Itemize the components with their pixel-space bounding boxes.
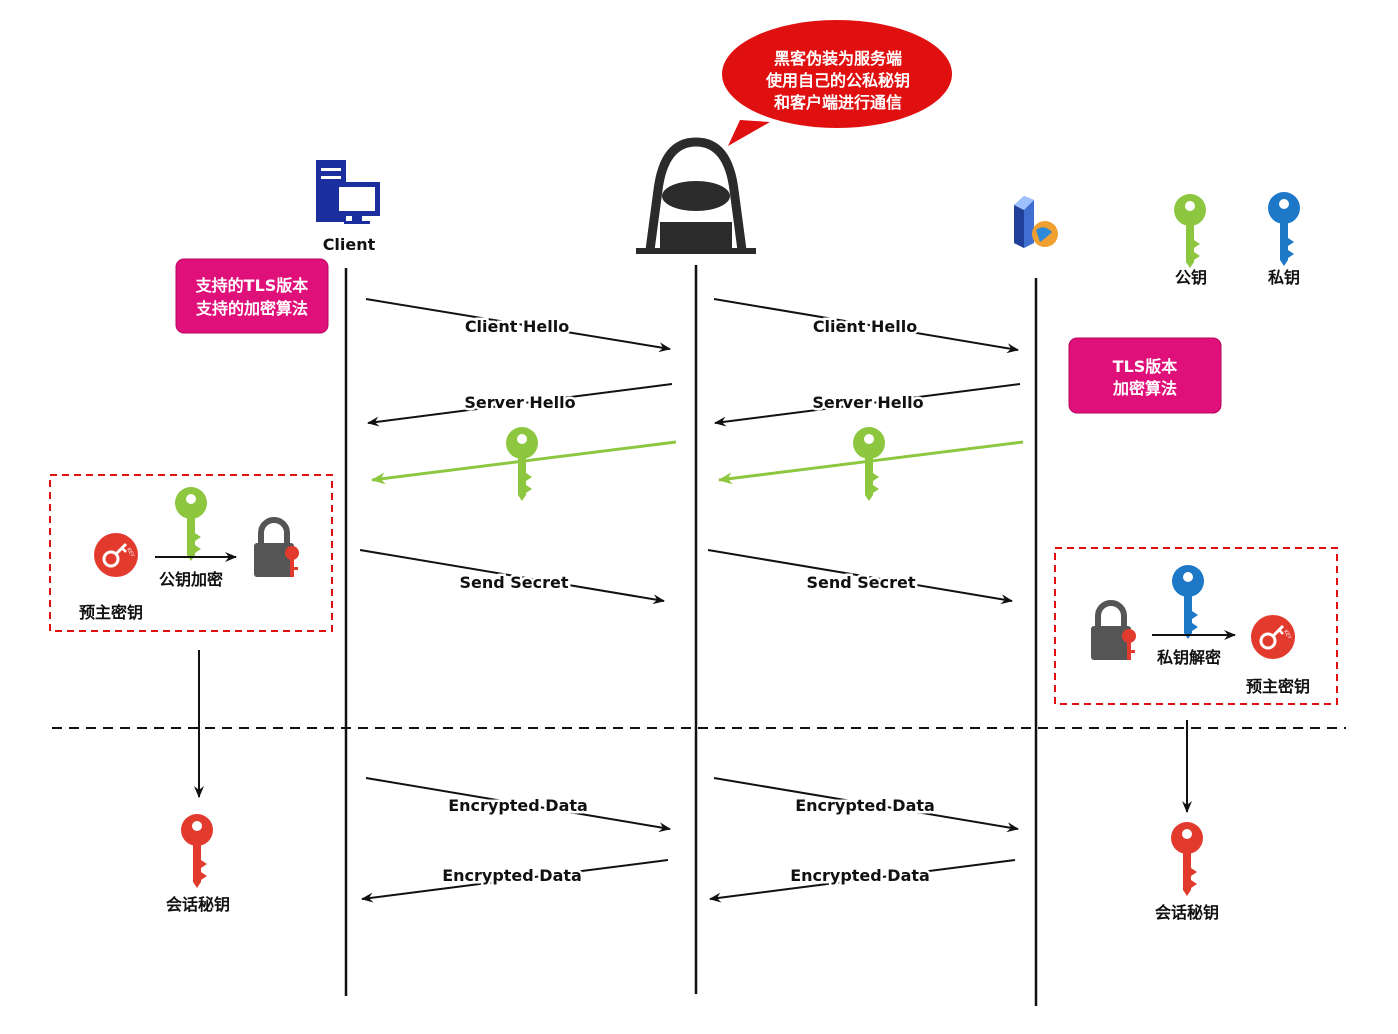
client-label: Client xyxy=(323,235,376,254)
client-hello-label-right: Client Hello xyxy=(813,317,917,336)
hacker-icon xyxy=(636,137,756,254)
server-session-key-icon xyxy=(1171,822,1203,896)
server-session-key-label: 会话秘钥 xyxy=(1155,903,1219,922)
send-secret-arrow-right xyxy=(707,549,1013,605)
speech-bubble: 黑客伪装为服务端 使用自己的公私秘钥 和客户端进行通信 xyxy=(722,20,952,146)
server-hello-label-right: Server Hello xyxy=(812,393,923,412)
encrypted-lock-icon xyxy=(254,520,299,577)
bubble-line-3: 和客户端进行通信 xyxy=(774,93,902,112)
client-computer-icon xyxy=(316,160,380,224)
decrypt-lock-icon xyxy=(1091,603,1136,660)
legend-private-key-label: 私钥 xyxy=(1268,268,1300,287)
client-hello-label-left: Client Hello xyxy=(465,317,569,336)
client-session-key-icon xyxy=(181,814,213,888)
encrypted-data-arrow-right-2 xyxy=(709,859,1016,903)
client-premaster-label: 预主密钥 xyxy=(79,603,143,622)
client-encryption-box: 公钥加密 预主密钥 xyxy=(49,474,333,632)
decrypt-action-label: 私钥解密 xyxy=(1157,648,1221,667)
encrypt-action-label: 公钥加密 xyxy=(159,570,223,589)
server-hello-arrow-right xyxy=(714,383,1021,427)
client-hello-arrow-left xyxy=(365,298,671,353)
encrypted-data-arrow-right-1 xyxy=(713,777,1019,833)
server-info-box: TLS版本 加密算法 xyxy=(1068,337,1222,414)
server-info-line-2: 加密算法 xyxy=(1112,379,1177,398)
bubble-line-1: 黑客伪装为服务端 xyxy=(774,49,902,68)
send-secret-label-left: Send Secret xyxy=(459,573,568,592)
encrypted-data-label-left-2: Encrypted Data xyxy=(442,866,582,885)
client-session-key-label: 会话秘钥 xyxy=(166,895,230,914)
bubble-line-2: 使用自己的公私秘钥 xyxy=(765,71,910,90)
decrypt-private-key-icon xyxy=(1172,565,1204,639)
server-icon xyxy=(1014,196,1058,248)
legend-public-key-label: 公钥 xyxy=(1175,268,1207,287)
client-info-line-1: 支持的TLS版本 xyxy=(195,276,309,295)
client-info-box: 支持的TLS版本 支持的加密算法 xyxy=(175,258,329,334)
send-secret-label-right: Send Secret xyxy=(806,573,915,592)
encrypted-data-label-right-1: Encrypted Data xyxy=(795,796,935,815)
server-hello-label-left: Server Hello xyxy=(464,393,575,412)
server-decryption-box: 私钥解密 预主密钥 xyxy=(1054,547,1338,705)
encrypted-data-arrow-left-2 xyxy=(361,859,669,903)
encrypted-data-label-left-1: Encrypted Data xyxy=(448,796,588,815)
server-hello-arrow-left xyxy=(367,383,673,427)
server-info-line-1: TLS版本 xyxy=(1113,357,1178,376)
client-hello-arrow-right xyxy=(713,298,1019,354)
client-info-line-2: 支持的加密算法 xyxy=(195,299,308,318)
server-premaster-label: 预主密钥 xyxy=(1246,677,1310,696)
premaster-key-badge-icon xyxy=(92,531,140,579)
encrypted-data-arrow-left-1 xyxy=(365,777,671,833)
encrypted-data-label-right-2: Encrypted Data xyxy=(790,866,930,885)
send-secret-arrow-left xyxy=(359,549,665,605)
server-premaster-key-badge-icon xyxy=(1249,613,1297,661)
legend-public-key-icon xyxy=(1174,194,1206,268)
legend-private-key-icon xyxy=(1268,192,1300,266)
encrypt-public-key-icon xyxy=(175,487,207,561)
